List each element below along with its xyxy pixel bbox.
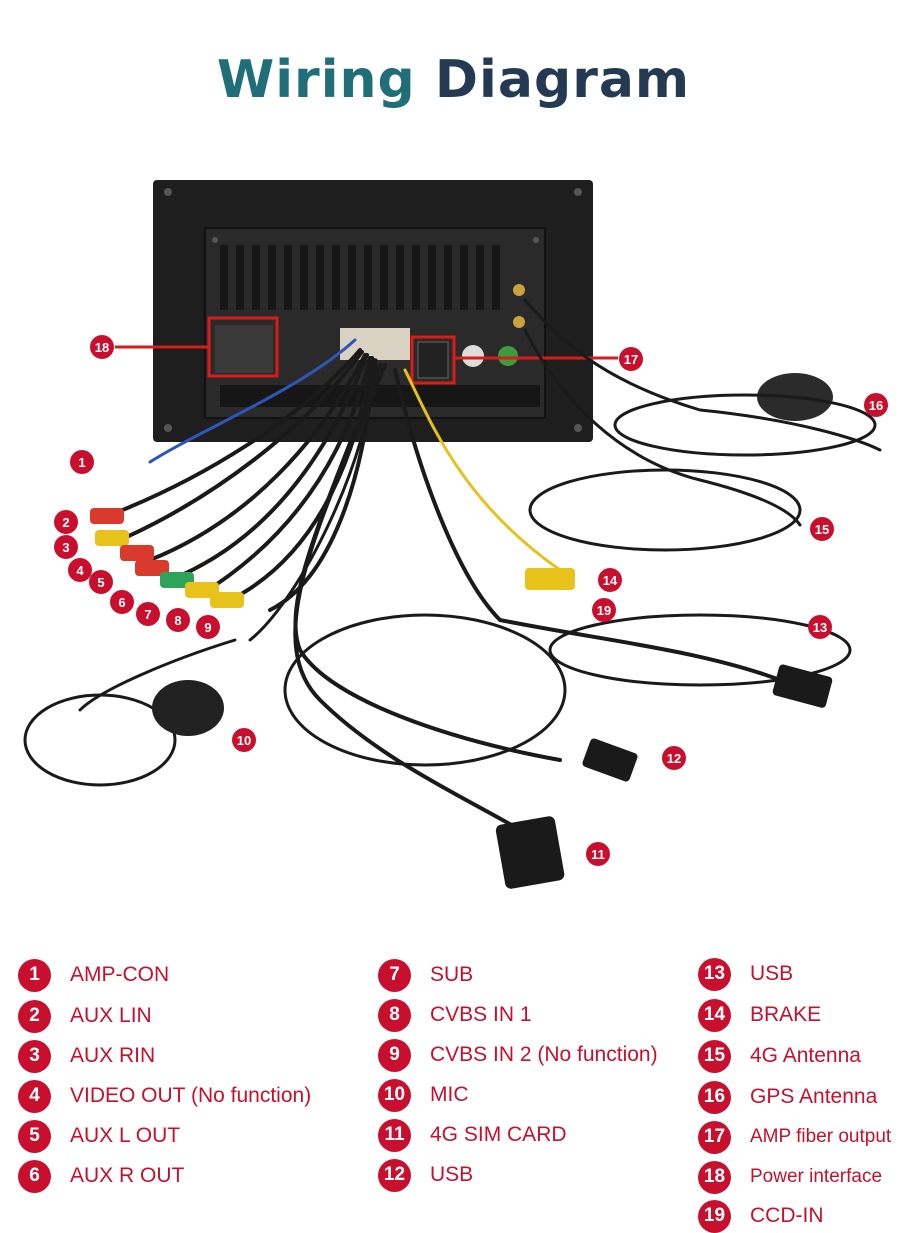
legend-number-badge: 8 <box>378 998 411 1032</box>
callout-5: 5 <box>89 570 113 594</box>
legend-item: 10 MIC <box>378 1078 469 1112</box>
callout-4: 4 <box>68 558 92 582</box>
callout-7: 7 <box>136 602 160 626</box>
callout-6: 6 <box>110 590 134 614</box>
callout-19: 19 <box>592 598 616 622</box>
legend-item: 16 GPS Antenna <box>698 1080 877 1114</box>
callout-11: 11 <box>586 842 610 866</box>
legend-number-badge: 2 <box>18 999 51 1033</box>
legend-item: 17 AMP fiber output <box>698 1120 891 1154</box>
usb-plug-12 <box>582 738 638 782</box>
legend-label: AMP-CON <box>70 963 170 986</box>
legend-label: 4G Antenna <box>750 1044 861 1067</box>
legend-label: Power interface <box>750 1166 883 1187</box>
head-unit-back-panel <box>153 180 593 442</box>
microphone <box>152 680 224 736</box>
legend-item: 12 USB <box>378 1158 473 1192</box>
legend-item: 8 CVBS IN 1 <box>378 998 532 1032</box>
legend-label: AUX LIN <box>70 1004 152 1027</box>
callout-1: 1 <box>70 450 94 474</box>
callout-16: 16 <box>864 393 888 417</box>
legend-number-badge: 7 <box>378 958 411 992</box>
legend-label: AUX L OUT <box>70 1124 181 1147</box>
legend-number-badge: 15 <box>698 1039 731 1073</box>
legend-number-badge: 10 <box>378 1078 411 1112</box>
callout-10: 10 <box>232 728 256 752</box>
legend-label: AUX R OUT <box>70 1164 185 1187</box>
legend-label: AMP fiber output <box>750 1126 892 1147</box>
legend-number-badge: 18 <box>698 1160 731 1194</box>
usb-plug-13 <box>772 664 833 708</box>
legend-label: 4G SIM CARD <box>430 1123 567 1146</box>
legend-item: 5 AUX L OUT <box>18 1119 180 1153</box>
legend-item: 15 4G Antenna <box>698 1039 861 1073</box>
wiring-illustration <box>23 180 882 889</box>
legend-item: 14 BRAKE <box>698 998 821 1032</box>
callout-13: 13 <box>808 615 832 639</box>
callout-18: 18 <box>90 335 114 359</box>
callout-8: 8 <box>166 608 190 632</box>
legend-label: CVBS IN 2 (No function) <box>430 1043 658 1066</box>
legend-item: 9 CVBS IN 2 (No function) <box>378 1038 658 1072</box>
legend-item: 4 VIDEO OUT (No function) <box>18 1079 311 1113</box>
legend-item: 2 AUX LIN <box>18 999 152 1033</box>
legend-number-badge: 1 <box>18 958 51 992</box>
legend-item: 19 CCD-IN <box>698 1199 824 1233</box>
legend-item: 18 Power interface <box>698 1160 882 1194</box>
legend-item: 6 AUX R OUT <box>18 1159 184 1193</box>
legend-item: 1 AMP-CON <box>18 958 169 992</box>
legend-number-badge: 16 <box>698 1080 731 1114</box>
legend-label: SUB <box>430 963 474 986</box>
legend-item: 3 AUX RIN <box>18 1039 155 1073</box>
legend-label: CCD-IN <box>750 1204 824 1227</box>
callout-3: 3 <box>54 535 78 559</box>
legend-item: 7 SUB <box>378 958 473 992</box>
legend-number-badge: 3 <box>18 1039 51 1073</box>
callout-17: 17 <box>619 347 643 371</box>
legend-item: 13 USB <box>698 957 793 991</box>
legend-label: USB <box>750 962 794 985</box>
legend-label: MIC <box>430 1083 469 1106</box>
legend-label: BRAKE <box>750 1003 822 1026</box>
legend-item: 11 4G SIM CARD <box>378 1118 567 1152</box>
title-word-1: Wiring <box>216 50 416 110</box>
legend-number-badge: 11 <box>378 1118 411 1152</box>
page-title: Wiring Diagram <box>0 50 907 110</box>
legend-number-badge: 6 <box>18 1159 51 1193</box>
legend-label: AUX RIN <box>70 1044 156 1067</box>
4g-antenna-coil <box>528 468 802 552</box>
title-word-2: Diagram <box>434 50 691 110</box>
callout-2: 2 <box>54 510 78 534</box>
callout-9: 9 <box>196 615 220 639</box>
legend-label: GPS Antenna <box>750 1085 878 1108</box>
legend-number-badge: 9 <box>378 1038 411 1072</box>
legend: 1 AMP-CON 2 AUX LIN 3 AUX RIN 4 VIDEO OU… <box>0 955 907 1233</box>
legend-number-badge: 14 <box>698 998 731 1032</box>
legend-number-badge: 19 <box>698 1199 731 1233</box>
legend-number-badge: 13 <box>698 957 731 991</box>
legend-label: VIDEO OUT (No function) <box>70 1084 312 1107</box>
callout-15: 15 <box>810 517 834 541</box>
legend-label: USB <box>430 1163 474 1186</box>
cable-bundle <box>78 298 882 832</box>
sim-card-module <box>495 816 565 889</box>
legend-number-badge: 4 <box>18 1079 51 1113</box>
rca-connectors <box>90 508 575 608</box>
legend-label: CVBS IN 1 <box>430 1003 532 1026</box>
callout-12: 12 <box>662 746 686 770</box>
legend-number-badge: 17 <box>698 1120 731 1154</box>
amp-fiber-output-highlight <box>410 335 456 385</box>
legend-number-badge: 12 <box>378 1158 411 1192</box>
legend-number-badge: 5 <box>18 1119 51 1153</box>
callout-14: 14 <box>598 568 622 592</box>
